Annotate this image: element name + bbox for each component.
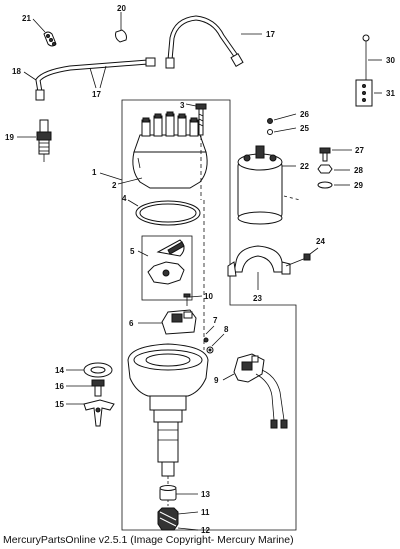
part-25-washer-upper[interactable] (267, 127, 297, 135)
assembly-frame (121, 99, 297, 531)
part-31-terminal-block[interactable] (355, 79, 382, 107)
distributor-housing[interactable] (127, 343, 209, 488)
part-9-pickup-coil[interactable] (222, 353, 288, 429)
part-13-collar[interactable] (159, 485, 198, 501)
callout-5: 5 (130, 247, 135, 256)
part-2-distributor-cap[interactable] (117, 111, 208, 189)
part-22-ignition-coil[interactable] (237, 145, 301, 225)
part-10-screw[interactable] (183, 293, 203, 306)
callout-7: 7 (213, 316, 218, 325)
callout-17: 17 (266, 30, 275, 39)
part-1-leader (99, 172, 123, 181)
part-6-module[interactable] (138, 309, 197, 335)
part-30-bracket[interactable] (362, 34, 382, 80)
callout-23: 23 (253, 294, 262, 303)
callout-31: 31 (386, 89, 395, 98)
part-23-coil-bracket[interactable] (227, 245, 291, 290)
callout-8: 8 (224, 325, 229, 334)
callout-20: 20 (117, 4, 126, 13)
part-16-bolt[interactable] (66, 379, 105, 397)
part-17-lead-upper[interactable] (165, 15, 262, 69)
part-29-washer[interactable] (317, 181, 350, 189)
callout-11: 11 (201, 508, 210, 517)
part-12-pin[interactable] (167, 500, 199, 531)
callout-29: 29 (354, 181, 363, 190)
callout-21: 21 (22, 14, 31, 23)
copyright-caption: MercuryPartsOnline v2.5.1 (Image Copyrig… (3, 534, 294, 546)
callout-3: 3 (180, 101, 185, 110)
callout-18: 18 (12, 67, 21, 76)
callout-27: 27 (355, 146, 364, 155)
callout-25: 25 (300, 124, 309, 133)
callout-14: 14 (55, 366, 64, 375)
callout-labels: 21 20 17 30 18 17 31 3 26 25 19 27 22 1 … (5, 4, 395, 535)
callout-6: 6 (129, 319, 134, 328)
part-24-screw[interactable] (285, 247, 319, 267)
part-11-drive-gear[interactable] (157, 507, 199, 531)
callout-9: 9 (214, 376, 219, 385)
part-19-spark-plug[interactable] (17, 119, 52, 162)
part-4-seal[interactable] (127, 199, 201, 226)
callout-12: 12 (201, 526, 210, 535)
callout-24: 24 (316, 237, 325, 246)
callout-13: 13 (201, 490, 210, 499)
callout-16: 16 (55, 382, 64, 391)
part-5-rotor-group[interactable] (137, 235, 193, 301)
callout-22: 22 (300, 162, 309, 171)
callout-17: 17 (92, 90, 101, 99)
callout-19: 19 (5, 133, 14, 142)
callout-28: 28 (354, 166, 363, 175)
callout-26: 26 (300, 110, 309, 119)
part-15-clamp[interactable] (66, 399, 115, 427)
callout-4: 4 (122, 194, 127, 203)
callout-2: 2 (112, 181, 117, 190)
callout-15: 15 (55, 400, 64, 409)
part-14-washer[interactable] (66, 362, 113, 378)
callout-1: 1 (92, 168, 97, 177)
part-20-clip[interactable] (115, 12, 127, 43)
part-7-screw[interactable] (203, 325, 215, 343)
callout-10: 10 (204, 292, 213, 301)
part-21-clips[interactable] (32, 18, 57, 47)
part-3-cap-screw[interactable] (185, 103, 207, 200)
part-28-nut[interactable] (317, 164, 350, 174)
part-8-washer[interactable] (206, 333, 225, 354)
part-27-bolt[interactable] (319, 147, 352, 162)
callout-30: 30 (386, 56, 395, 65)
part-26-nut[interactable] (267, 113, 297, 124)
part-17-lead-lower[interactable] (23, 57, 156, 101)
